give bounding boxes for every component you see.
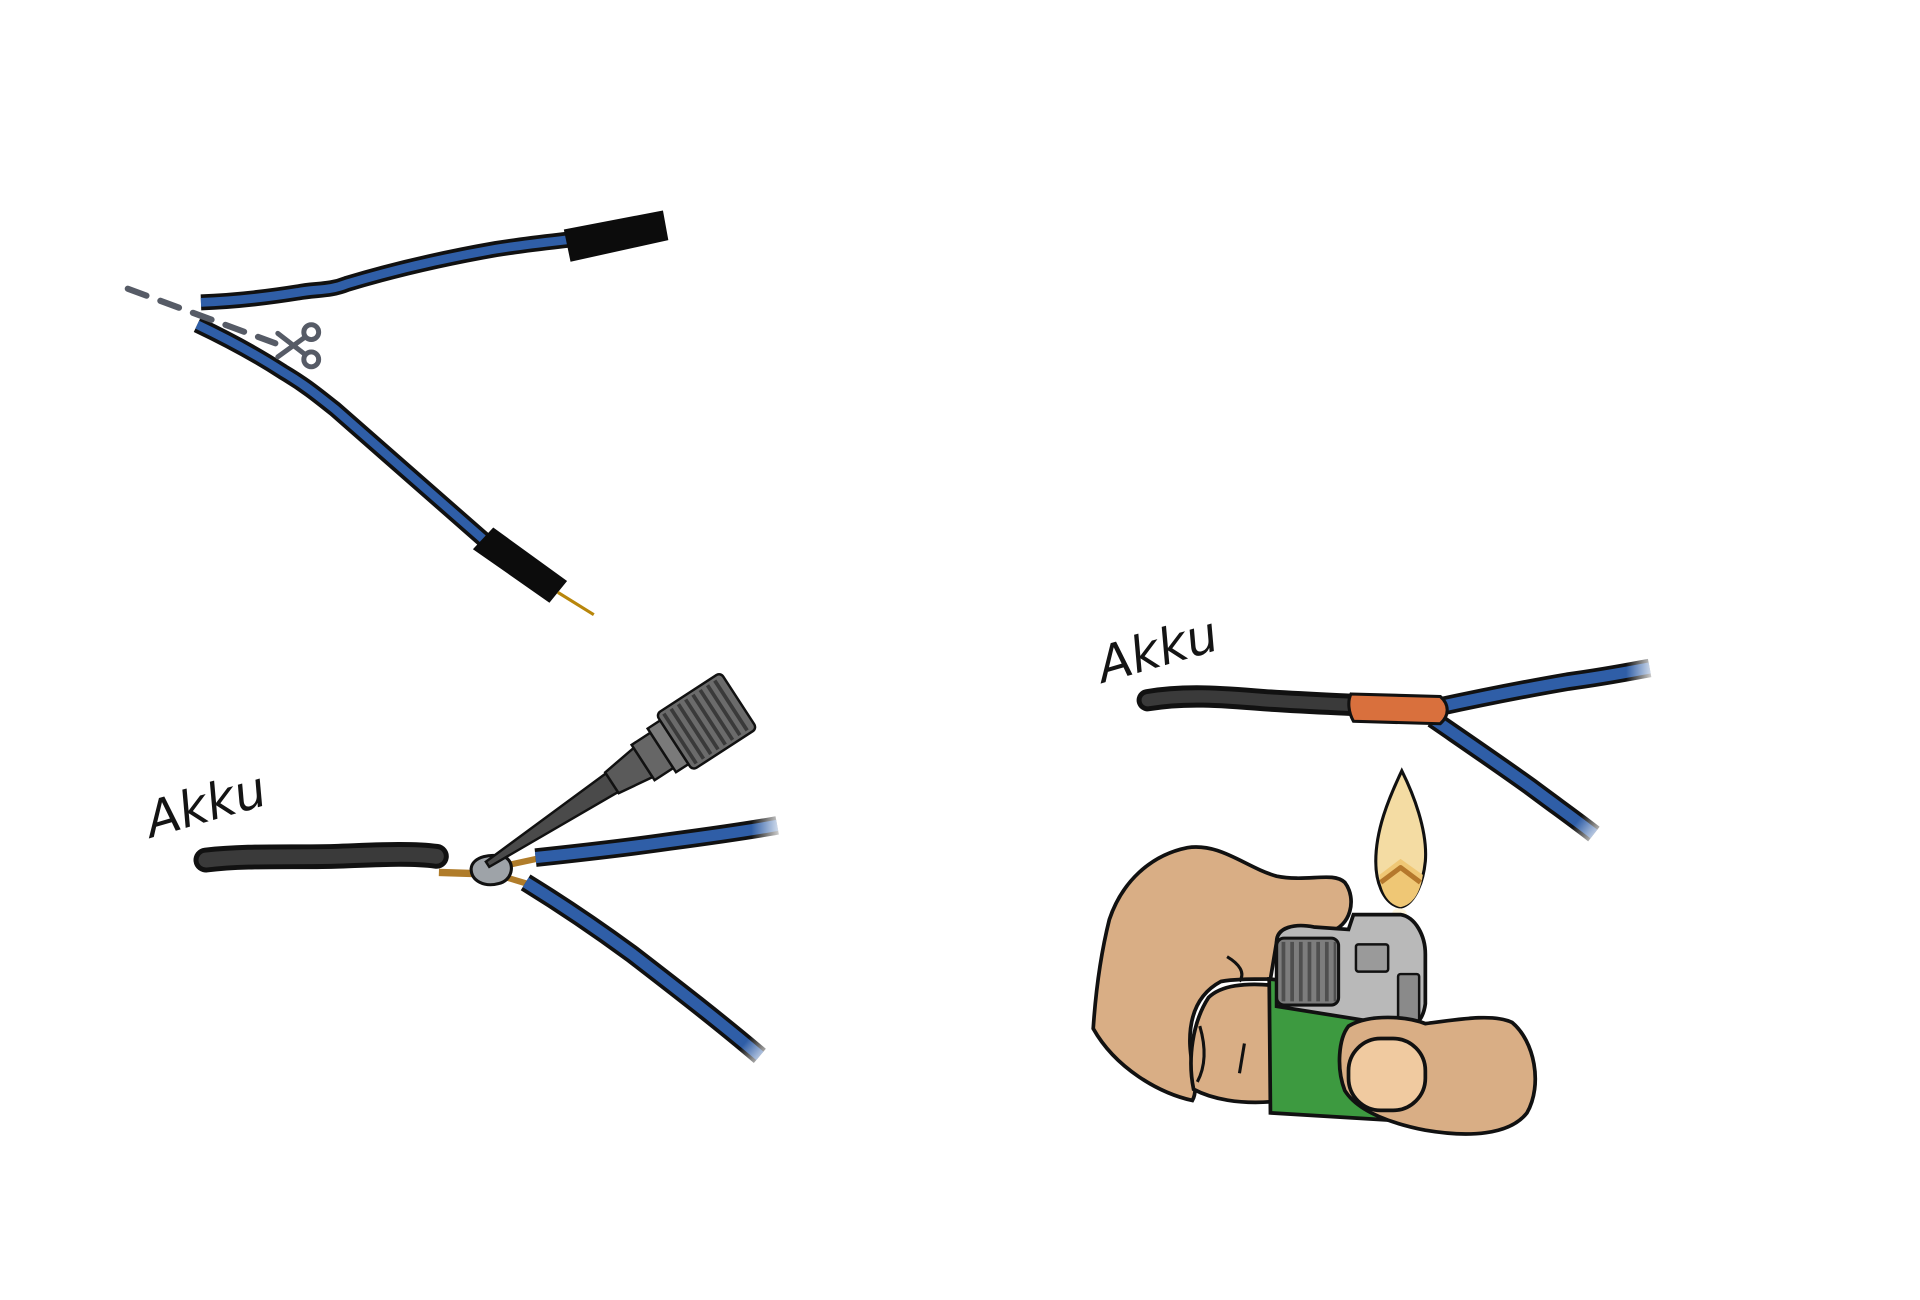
flame-chevron — [1379, 865, 1422, 885]
male-header-connector — [472, 527, 568, 603]
thumbnail — [1346, 1036, 1428, 1113]
scissors-handle — [301, 322, 322, 343]
lighter-lever — [1396, 972, 1421, 1023]
flame-icon — [1374, 767, 1428, 926]
hand-index-finger — [1091, 845, 1353, 1103]
wire-insulation — [522, 877, 764, 1061]
jumper-wire-female-arm — [200, 210, 669, 311]
wire-insulation — [1429, 714, 1598, 839]
jumper-wire-lower — [1427, 711, 1600, 842]
wire-fade — [1626, 649, 1659, 687]
lighter-spark-wheel — [1275, 936, 1341, 1007]
step-cut-jumper-wire — [124, 210, 669, 616]
wire-insulation — [534, 819, 779, 864]
step-solder: Akku — [136, 673, 786, 1083]
battery-label: Akku — [136, 760, 273, 850]
soldering-iron-icon — [484, 673, 757, 869]
hand-middle-finger — [1189, 982, 1274, 1105]
wire-insulation — [1434, 662, 1651, 714]
scissors-handle — [301, 349, 322, 370]
wire-fade — [1562, 808, 1613, 860]
jumper-wire-upper — [534, 816, 779, 867]
cut-line — [124, 285, 279, 347]
step-heat-shrink: Akku — [1088, 605, 1659, 1136]
jumper-wire-lower — [520, 874, 766, 1063]
battery-wire — [193, 841, 449, 873]
soldering-iron-grip-ridges — [662, 676, 753, 765]
wire-fade — [729, 1029, 781, 1083]
hand-crease — [1237, 1043, 1246, 1074]
female-header-connector — [563, 210, 669, 262]
flame-core — [1379, 858, 1423, 908]
hand-crease — [1195, 1025, 1206, 1083]
heat-shrink-tube — [1347, 692, 1449, 726]
battery-label: Akku — [1088, 605, 1225, 695]
jumper-wire-upper — [1433, 658, 1652, 717]
hand-crease — [1226, 955, 1244, 983]
jumper-wire-male-arm — [193, 317, 595, 616]
wire-insulation — [1141, 690, 1364, 712]
battery-wire — [1136, 685, 1369, 717]
wire-insulation — [198, 846, 444, 868]
male-header-pin — [557, 591, 595, 616]
scissors-icon — [275, 322, 322, 370]
hand-icon — [1091, 845, 1353, 1105]
solder-joint — [469, 853, 513, 887]
scissors-blade — [275, 330, 308, 357]
wire-insulation — [195, 320, 489, 545]
wire-insulation — [200, 234, 574, 307]
lighter-gas-window — [1354, 943, 1390, 973]
hand-thumb — [1337, 1015, 1538, 1136]
wire-fade — [751, 805, 786, 846]
